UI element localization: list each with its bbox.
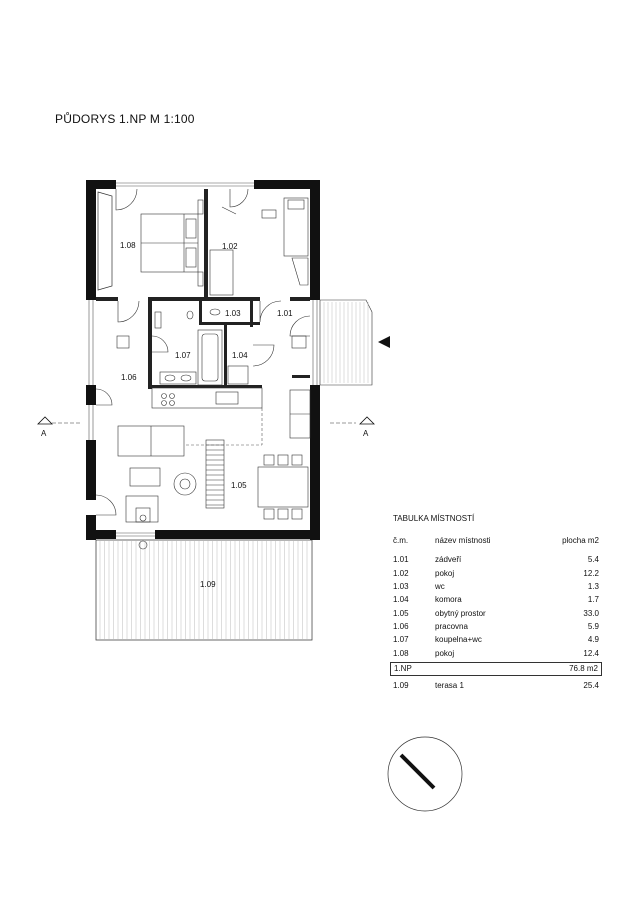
table-row: 1.01 zádveří 5.4 bbox=[393, 553, 599, 566]
room-label: 1.03 bbox=[225, 309, 241, 318]
section-arrow-icon bbox=[359, 416, 375, 425]
room-label: 1.05 bbox=[231, 481, 247, 490]
room-table-total: 1.NP 76.8 m2 bbox=[390, 661, 602, 676]
room-number: 1.01 bbox=[393, 555, 409, 565]
bed-1-02 bbox=[209, 197, 309, 296]
room-label: 1.01 bbox=[277, 309, 293, 318]
table-row: 1.06 pracovna 5.9 bbox=[393, 620, 599, 633]
room-number: 1.06 bbox=[393, 621, 409, 631]
header-area: plocha m2 bbox=[562, 536, 599, 546]
room-number: 1.05 bbox=[393, 608, 409, 618]
room-label: 1.09 bbox=[200, 580, 216, 589]
room-name: obytný prostor bbox=[435, 608, 486, 618]
exterior-walls bbox=[86, 180, 320, 540]
header-name: název místnosti bbox=[435, 536, 491, 546]
table-row: 1.03 wc 1.3 bbox=[393, 580, 599, 593]
table-row: 1.05 obytný prostor 33.0 bbox=[393, 606, 599, 619]
north-arrow bbox=[387, 736, 463, 812]
total-area: 76.8 m2 bbox=[569, 664, 598, 674]
room-area: 5.9 bbox=[587, 621, 599, 631]
room-area: 12.2 bbox=[583, 568, 599, 578]
room-area: 33.0 bbox=[583, 608, 599, 618]
section-markers bbox=[37, 416, 375, 425]
room-name: wc bbox=[435, 582, 445, 592]
room-area: 4.9 bbox=[587, 635, 599, 645]
room-table-title: TABULKA MÍSTNOSTÍ bbox=[393, 514, 475, 523]
doors bbox=[95, 188, 311, 516]
room-table: TABULKA MÍSTNOSTÍ č.m. název místnosti p… bbox=[390, 514, 602, 692]
windows bbox=[88, 182, 318, 537]
room-number: 1.07 bbox=[393, 635, 409, 645]
room-area: 5.4 bbox=[587, 555, 599, 565]
table-row: 1.07 koupelna+wc 4.9 bbox=[393, 633, 599, 646]
room-label: 1.02 bbox=[222, 242, 238, 251]
bathroom-fixtures bbox=[154, 308, 249, 386]
room-name: pokoj bbox=[435, 568, 455, 578]
bed-1-08 bbox=[140, 199, 204, 287]
staircase bbox=[205, 439, 225, 509]
room-table-header: č.m. název místnosti plocha m2 bbox=[393, 534, 599, 547]
room-number: 1.03 bbox=[393, 582, 409, 592]
room-number: 1.04 bbox=[393, 595, 409, 605]
interior-walls bbox=[96, 189, 310, 389]
room-area: 1.7 bbox=[587, 595, 599, 605]
drawing-title: PŮDORYS 1.NP M 1:100 bbox=[55, 112, 195, 126]
room-area: 1.3 bbox=[587, 582, 599, 592]
room-label: 1.08 bbox=[120, 241, 136, 250]
table-row: 1.04 komora 1.7 bbox=[393, 593, 599, 606]
living-furniture bbox=[116, 335, 311, 550]
room-name: pracovna bbox=[435, 621, 468, 631]
room-area: 12.4 bbox=[583, 648, 599, 658]
entrance-arrow-icon bbox=[378, 336, 390, 348]
room-label: 1.06 bbox=[121, 373, 137, 382]
room-label: 1.07 bbox=[175, 351, 191, 360]
room-name: zádveří bbox=[435, 555, 462, 565]
table-row: 1.02 pokoj 12.2 bbox=[393, 567, 599, 580]
room-name: komora bbox=[435, 595, 462, 605]
section-label-left: A bbox=[41, 429, 47, 438]
room-number: 1.08 bbox=[393, 648, 409, 658]
room-number: 1.02 bbox=[393, 568, 409, 578]
extra-name: terasa 1 bbox=[435, 680, 464, 690]
header-number: č.m. bbox=[393, 536, 409, 546]
room-label: 1.04 bbox=[232, 351, 248, 360]
total-label: 1.NP bbox=[394, 664, 412, 674]
table-row: 1.08 pokoj 12.4 bbox=[393, 646, 599, 659]
extra-number: 1.09 bbox=[393, 680, 409, 690]
terrace bbox=[95, 539, 313, 641]
entrance-deck bbox=[319, 299, 390, 386]
section-arrow-icon bbox=[37, 416, 53, 425]
north-arrow-icon bbox=[399, 753, 436, 790]
extra-area: 25.4 bbox=[583, 680, 599, 690]
section-label-right: A bbox=[363, 429, 369, 438]
room-name: pokoj bbox=[435, 648, 455, 658]
room-name: koupelna+wc bbox=[435, 635, 482, 645]
room-table-extra: 1.09 terasa 1 25.4 bbox=[393, 679, 599, 692]
